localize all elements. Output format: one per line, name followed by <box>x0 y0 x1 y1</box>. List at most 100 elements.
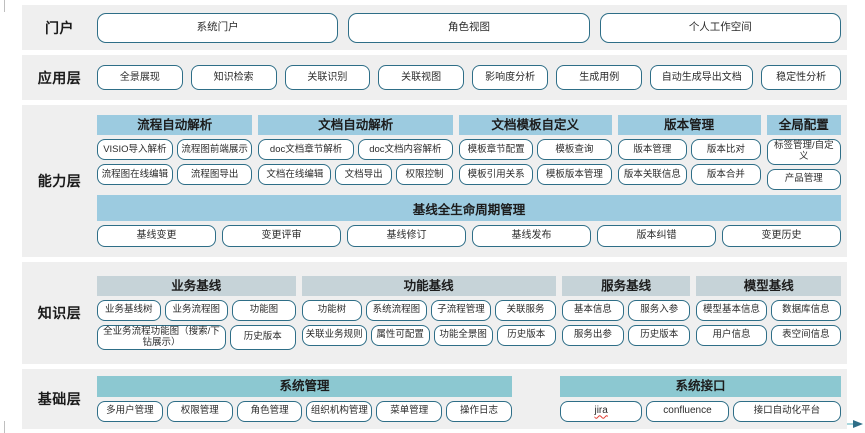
cap-version-merge[interactable]: 版本合并 <box>691 164 761 186</box>
cap-template-version-manage[interactable]: 模板版本管理 <box>537 164 612 186</box>
capability-group-doc-template-title: 文档模板自定义 <box>458 115 612 136</box>
knowledge-group-function-baseline-title: 功能基线 <box>301 275 556 296</box>
kn-related-service[interactable]: 关联服务 <box>495 299 556 321</box>
portal-items-row: 系统门户 角色视图 个人工作空间 <box>97 12 841 43</box>
app-item-auto-export-doc[interactable]: 自动生成导出文档 <box>650 65 754 90</box>
app-item-knowledge-search[interactable]: 知识检索 <box>190 65 277 90</box>
portal-item-system-portal[interactable]: 系统门户 <box>97 12 339 43</box>
app-item-generate-testcase[interactable]: 生成用例 <box>556 65 643 90</box>
kn-system-flowchart[interactable]: 系统流程图 <box>366 299 427 321</box>
capability-row: VISIO导入解析 流程图前端展示 <box>97 139 253 161</box>
fd-confluence[interactable]: confluence <box>646 400 729 422</box>
kn-business-baseline-tree[interactable]: 业务基线树 <box>97 299 161 321</box>
fd-menu-manage[interactable]: 菜单管理 <box>376 400 443 422</box>
app-item-relation-recognition[interactable]: 关联识别 <box>284 65 371 90</box>
layer-knowledge-label: 知识层 <box>37 305 82 321</box>
page-frame-corner-bottom-left <box>4 421 30 433</box>
knowledge-group-model-baseline: 模型基线 模型基本信息 数据库信息 用户信息 表空间信息 <box>696 275 841 346</box>
cap-template-query[interactable]: 模板查询 <box>537 139 612 161</box>
fd-interface-automation-platform[interactable]: 接口自动化平台 <box>732 400 841 422</box>
capability-row: 模板章节配置 模板查询 <box>458 139 612 161</box>
kn-function-tree[interactable]: 功能树 <box>301 299 363 321</box>
fd-org-structure-manage[interactable]: 组织机构管理 <box>306 400 373 422</box>
fd-operation-log[interactable]: 操作日志 <box>446 400 512 422</box>
knowledge-row: 用户信息 表空间信息 <box>696 324 841 346</box>
capability-banner-baseline-lifecycle: 基线全生命周期管理 基线变更 变更评审 基线修订 基线发布 版本纠错 变更历史 <box>97 194 841 247</box>
cap-permission-control[interactable]: 权限控制 <box>396 164 453 186</box>
kn-database-info[interactable]: 数据库信息 <box>770 299 841 321</box>
kn-function-panorama[interactable]: 功能全景图 <box>433 324 493 346</box>
cap-version-relation-info[interactable]: 版本关联信息 <box>617 164 688 186</box>
layer-knowledge: 知识层 业务基线 业务基线树 业务流程图 功能图 全业务流程功能图（搜索/下钻展… <box>22 262 847 364</box>
kn-model-basic-info[interactable]: 模型基本信息 <box>696 299 767 321</box>
capability-group-version-manage: 版本管理 版本管理 版本比对 版本关联信息 版本合并 <box>617 115 761 186</box>
cap-product-manage[interactable]: 产品管理 <box>766 168 841 190</box>
knowledge-group-service-baseline: 服务基线 基本信息 服务入参 服务出参 历史版本 <box>561 275 691 346</box>
knowledge-row: 关联业务规则 属性可配置 功能全景图 历史版本 <box>301 324 556 346</box>
kn-business-flowchart[interactable]: 业务流程图 <box>164 299 229 321</box>
cap-doc-online-edit[interactable]: 文档在线编辑 <box>258 164 332 186</box>
capability-row: 标签管理/自定义 <box>766 139 841 165</box>
cap-baseline-revise[interactable]: 基线修订 <box>347 224 466 247</box>
fd-multi-user-manage[interactable]: 多用户管理 <box>97 400 163 422</box>
cap-baseline-change[interactable]: 基线变更 <box>97 224 216 247</box>
cap-doc-chapter-parse[interactable]: doc文档章节解析 <box>258 139 354 161</box>
kn-related-business-rules[interactable]: 关联业务规则 <box>301 324 367 346</box>
kn-service-output-params[interactable]: 服务出参 <box>561 324 625 346</box>
portal-item-personal-workspace[interactable]: 个人工作空间 <box>599 12 841 43</box>
cap-doc-export[interactable]: 文档导出 <box>335 164 393 186</box>
capability-group-version-manage-title: 版本管理 <box>617 115 761 136</box>
kn-service-history-version[interactable]: 历史版本 <box>628 324 691 346</box>
cap-version-correction[interactable]: 版本纠错 <box>597 224 716 247</box>
foundation-group-system-interface-title: 系统接口 <box>560 376 841 397</box>
app-item-panorama[interactable]: 全景展现 <box>97 65 183 90</box>
cap-doc-content-parse[interactable]: doc文档内容解析 <box>357 139 453 161</box>
kn-service-input-params[interactable]: 服务入参 <box>628 299 691 321</box>
capability-group-process-parse: 流程自动解析 VISIO导入解析 流程图前端展示 流程图在线编辑 流程图导出 <box>97 115 253 186</box>
knowledge-group-model-baseline-title: 模型基线 <box>696 275 841 296</box>
kn-business-history-version[interactable]: 历史版本 <box>229 324 296 351</box>
fd-role-manage[interactable]: 角色管理 <box>236 400 303 422</box>
kn-user-info[interactable]: 用户信息 <box>696 324 767 346</box>
app-item-relation-view[interactable]: 关联视图 <box>378 65 464 90</box>
capability-group-process-parse-title: 流程自动解析 <box>97 115 253 136</box>
cap-tag-manage-custom[interactable]: 标签管理/自定义 <box>766 139 841 165</box>
knowledge-group-function-baseline: 功能基线 功能树 系统流程图 子流程管理 关联服务 关联业务规则 属性可配置 功… <box>301 275 556 346</box>
capability-row: 流程图在线编辑 流程图导出 <box>97 164 253 186</box>
kn-subprocess-manage[interactable]: 子流程管理 <box>430 299 492 321</box>
cap-version-manage[interactable]: 版本管理 <box>617 139 688 161</box>
cap-template-reference-relation[interactable]: 模板引用关系 <box>458 164 534 186</box>
portal-item-role-view[interactable]: 角色视图 <box>348 12 590 43</box>
layer-application: 应用层 全景展现 知识检索 关联识别 关联视图 影响度分析 生成用例 自动生成导… <box>22 55 847 100</box>
cap-version-compare[interactable]: 版本比对 <box>691 139 761 161</box>
cap-visio-import-parse[interactable]: VISIO导入解析 <box>97 139 173 161</box>
fd-permission-manage[interactable]: 权限管理 <box>166 400 233 422</box>
knowledge-groups: 业务基线 业务基线树 业务流程图 功能图 全业务流程功能图（搜索/下钻展示） 历… <box>97 275 841 351</box>
kn-function-chart[interactable]: 功能图 <box>232 299 296 321</box>
capability-group-global-config-title: 全局配置 <box>766 115 841 136</box>
application-items-row: 全景展现 知识检索 关联识别 关联视图 影响度分析 生成用例 自动生成导出文档 … <box>97 65 842 90</box>
cap-flowchart-online-edit[interactable]: 流程图在线编辑 <box>97 164 173 186</box>
layer-application-label: 应用层 <box>37 69 82 86</box>
fd-jira[interactable]: jira <box>560 400 643 422</box>
capability-group-global-config: 全局配置 标签管理/自定义 产品管理 <box>766 115 841 190</box>
kn-function-history-version[interactable]: 历史版本 <box>496 324 556 346</box>
cap-change-history[interactable]: 变更历史 <box>722 224 841 247</box>
kn-attribute-configurable[interactable]: 属性可配置 <box>370 324 430 346</box>
cap-flowchart-export[interactable]: 流程图导出 <box>176 164 253 186</box>
cap-template-chapter-config[interactable]: 模板章节配置 <box>458 139 534 161</box>
knowledge-row: 服务出参 历史版本 <box>561 324 691 346</box>
cap-baseline-publish[interactable]: 基线发布 <box>472 224 591 247</box>
cap-flowchart-frontend-display[interactable]: 流程图前端展示 <box>176 139 253 161</box>
kn-service-basic-info[interactable]: 基本信息 <box>561 299 625 321</box>
cap-change-review[interactable]: 变更评审 <box>222 224 341 247</box>
app-item-stability-analysis[interactable]: 稳定性分析 <box>761 65 842 90</box>
knowledge-row: 模型基本信息 数据库信息 <box>696 299 841 321</box>
capability-row: 版本关联信息 版本合并 <box>617 164 761 186</box>
app-item-impact-analysis[interactable]: 影响度分析 <box>472 65 549 90</box>
layer-foundation: 基础层 系统管理 多用户管理 权限管理 角色管理 组织机构管理 菜单管理 操作日… <box>22 369 847 429</box>
capability-row: 模板引用关系 模板版本管理 <box>458 164 612 186</box>
kn-full-business-process-function-chart[interactable]: 全业务流程功能图（搜索/下钻展示） <box>97 324 226 351</box>
layer-foundation-label: 基础层 <box>37 391 82 407</box>
kn-tablespace-info[interactable]: 表空间信息 <box>770 324 841 346</box>
